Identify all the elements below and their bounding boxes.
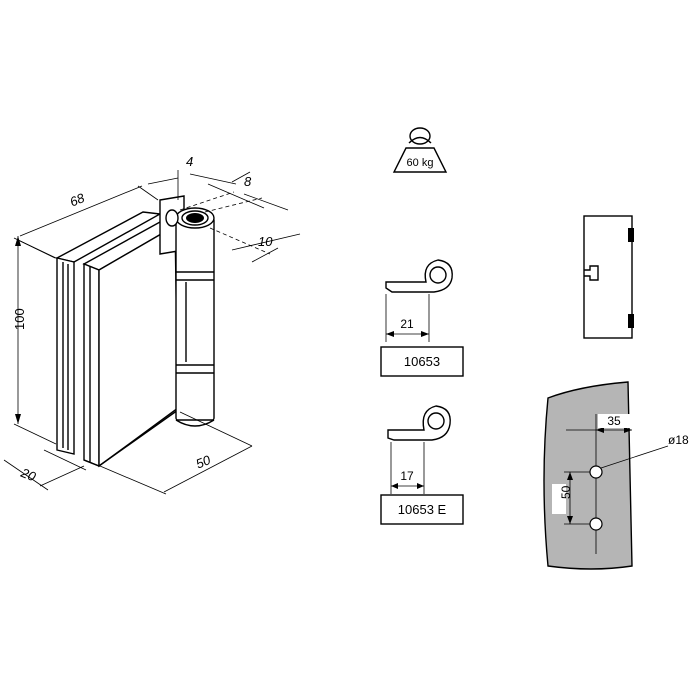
front-leaf-side [83,262,100,468]
door-elevation-icon [583,215,634,339]
dim-pin-height-label: 10 [258,234,273,249]
variant-1-code: 10653 [404,354,440,369]
dim-leaf-label: 50 [194,452,214,472]
variant-2-code-box [380,494,464,525]
variant-1-code-box [380,346,464,377]
wall-section [543,381,633,570]
drilling-diagram: 35 ø18 50 [543,381,689,570]
drill-hole-top [589,465,603,479]
dim-pin-depth-label: 8 [244,174,252,189]
drill-offset-label: 35 [607,414,621,428]
weight-icon: 60 kg [392,127,448,173]
dim-depth-label: 20 [18,465,39,485]
variant-2-code: 10653 E [398,502,447,517]
variant-profile-1: 21 10653 [380,259,464,377]
pin-barrel [175,217,215,421]
hinge-isometric-drawing: 68 4 8 10 100 20 50 [3,154,301,495]
drill-hole-bottom [589,517,603,531]
pin-head [186,213,204,223]
hole-spacing-label: 50 [559,485,573,499]
back-plate-front [56,257,75,455]
variant-2-dimension: 17 [400,469,414,483]
dim-pin-offset-label: 4 [186,154,193,169]
dim-height-label: 100 [12,308,27,330]
hole-diameter-label: ø18 [668,433,689,447]
weight-label: 60 kg [407,157,434,169]
variant-1-dimension: 21 [400,317,414,331]
pin-mount-screw [165,209,179,227]
dim-width-label: 68 [68,190,88,210]
variant-profile-2: 17 10653 E [380,405,464,525]
